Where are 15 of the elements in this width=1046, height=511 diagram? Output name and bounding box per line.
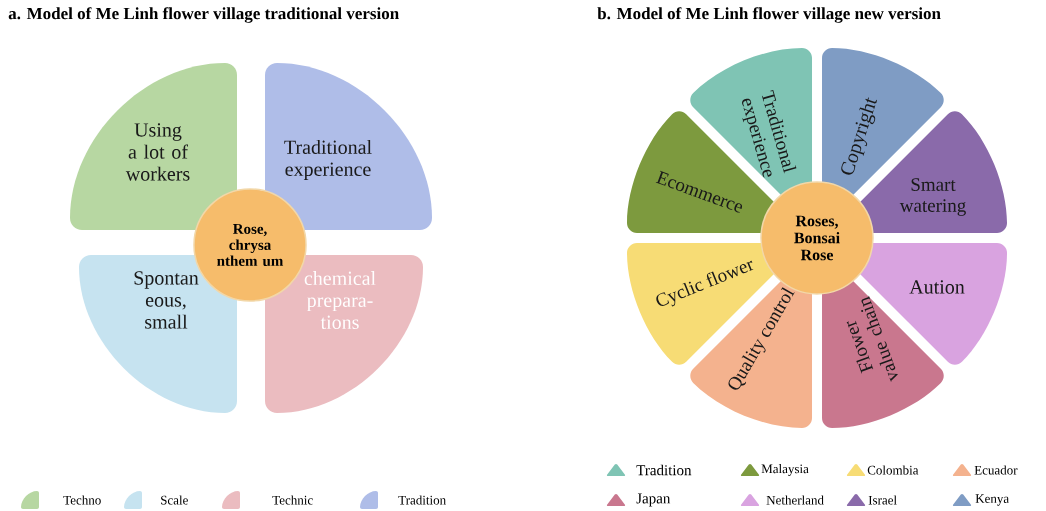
- legend-label: Ecuador: [974, 465, 1018, 475]
- legend-label: Kenya: [975, 494, 1009, 506]
- legend-label: Tradition: [636, 464, 692, 476]
- legend-label: Scale: [161, 495, 188, 505]
- legend-label: Netherland: [766, 495, 824, 505]
- heading: b. Model of Me Linh flower village new version: [597, 7, 941, 23]
- legend-label: Techno: [63, 495, 101, 505]
- legend-label: Japan: [636, 493, 671, 507]
- sector: Traditional experience: [265, 63, 432, 230]
- legend-label: Colombia: [867, 465, 919, 475]
- legend-label: Malaysia: [761, 464, 809, 476]
- legend-label: Israel: [868, 495, 897, 505]
- heading: a. Model of Me Linh flower village traditional version: [8, 7, 399, 23]
- legend-label: Technic: [272, 495, 313, 505]
- legend-label: Tradition: [398, 495, 446, 505]
